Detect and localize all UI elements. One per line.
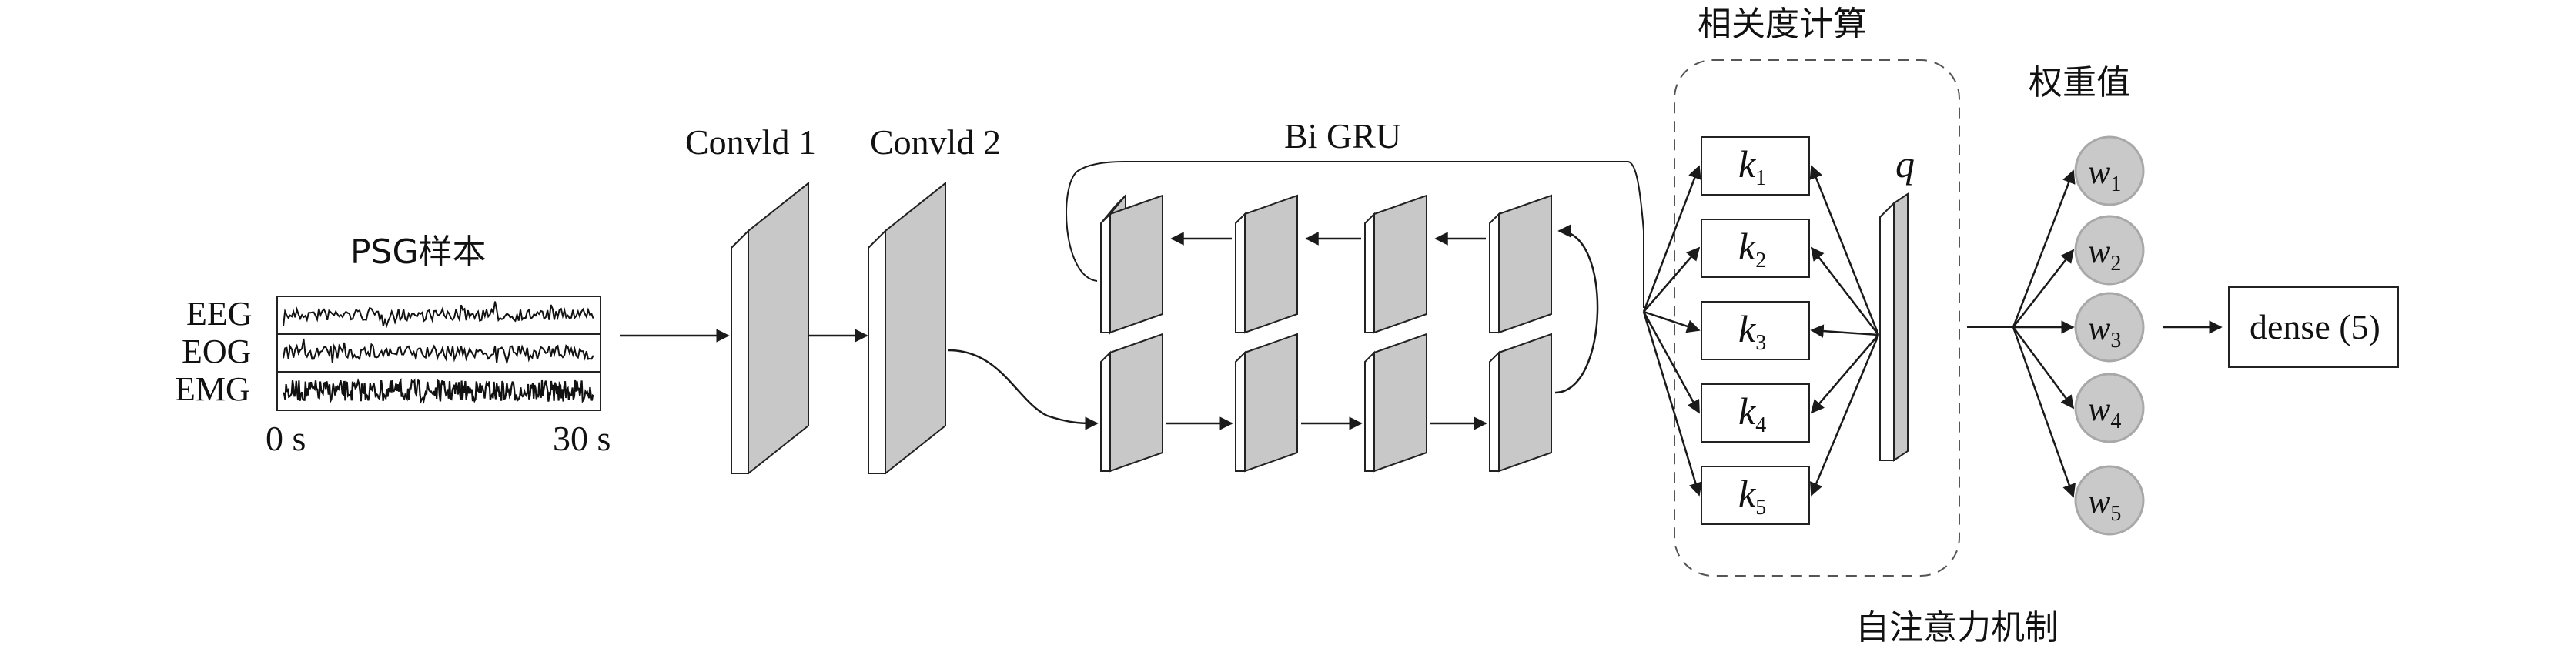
gru-cell-backward-4: [1489, 194, 1552, 334]
time-end-label: 30 s: [553, 419, 611, 458]
weight-sub-4: 4: [2110, 410, 2121, 433]
key-box-1: k1: [1701, 136, 1810, 196]
key-sub-2: 2: [1755, 249, 1766, 273]
correlation-label: 相关度计算: [1698, 5, 1867, 44]
key-box-3: k3: [1701, 301, 1810, 360]
key-name-4: k: [1738, 390, 1756, 433]
weight-node-1: w1: [2074, 135, 2145, 206]
eog-waveform: [283, 338, 594, 366]
psg-title: PSG样本: [350, 232, 487, 272]
weight-sub-1: 1: [2110, 172, 2121, 196]
svg-text:k5: k5: [1738, 472, 1766, 520]
conv1-label: Convld 1: [685, 122, 816, 162]
time-start-label: 0 s: [266, 419, 306, 458]
signal-label-eog: EOG: [182, 333, 251, 370]
weight-sub-5: 5: [2110, 502, 2121, 526]
key-name-5: k: [1738, 472, 1756, 515]
gru-cell-backward-2: [1235, 194, 1298, 334]
bigru-label: Bi GRU: [1284, 116, 1401, 155]
attention-to-weight-arrows: [2012, 169, 2076, 498]
weight-name-2: w: [2088, 232, 2111, 270]
conv1-block: [731, 181, 809, 476]
weight-node-2: w2: [2074, 215, 2145, 286]
key-name-2: k: [1738, 225, 1756, 268]
signal-label-emg: EMG: [175, 370, 250, 408]
gru-cell-forward-4: [1489, 333, 1552, 473]
weight-name-5: w: [2088, 483, 2111, 520]
gru-cell-forward-2: [1235, 333, 1298, 473]
svg-text:k4: k4: [1738, 390, 1766, 437]
weight-sub-2: 2: [2110, 252, 2121, 276]
key-sub-4: 4: [1755, 413, 1766, 437]
svg-text:w4: w4: [2088, 390, 2121, 433]
conv2-label: Convld 2: [870, 122, 1001, 162]
svg-text:k2: k2: [1738, 225, 1766, 273]
dense-box: dense (5): [2228, 286, 2399, 368]
svg-text:w3: w3: [2088, 309, 2121, 353]
gru-cell-forward-1: [1100, 333, 1163, 473]
key-box-5: k5: [1701, 466, 1810, 525]
svg-text:k1: k1: [1738, 142, 1766, 190]
gru-loop-connector: [1554, 224, 1599, 394]
weight-sub-3: 3: [2110, 329, 2121, 353]
weights-label: 权重值: [2029, 63, 2130, 102]
svg-text:w5: w5: [2088, 483, 2121, 526]
key-sub-3: 3: [1755, 331, 1766, 355]
key-sub-1: 1: [1755, 166, 1766, 190]
query-to-key-arrows: [1809, 165, 1880, 497]
gru-cell-forward-3: [1364, 333, 1427, 473]
key-box-2: k2: [1701, 219, 1810, 278]
gru-cell-backward-3: [1364, 194, 1427, 334]
weight-name-1: w: [2088, 153, 2111, 191]
svg-text:k3: k3: [1738, 307, 1766, 355]
dense-label: dense (5): [2250, 307, 2380, 346]
query-block: [1879, 192, 1909, 462]
gru-to-key-arrows: [1642, 165, 1702, 497]
key-box-4: k4: [1701, 383, 1810, 443]
emg-waveform: [283, 377, 594, 405]
weight-name-4: w: [2088, 390, 2111, 428]
signal-label-eeg: EEG: [186, 295, 253, 333]
bigru-cells: [1100, 193, 1552, 473]
svg-text:w1: w1: [2088, 153, 2121, 196]
key-name-1: k: [1738, 142, 1756, 186]
connector-conv2-to-bigru: [948, 349, 1099, 430]
weight-node-3: w3: [2074, 292, 2145, 363]
gru-top-connector: [1066, 161, 1644, 308]
query-label: q: [1895, 142, 1915, 186]
weight-node-5: w5: [2074, 465, 2145, 536]
key-sub-5: 5: [1755, 496, 1766, 520]
svg-text:w2: w2: [2088, 232, 2121, 276]
weight-node-4: w4: [2074, 373, 2145, 443]
attention-box: [1674, 59, 1960, 577]
attention-label: 自注意力机制: [1855, 608, 2059, 647]
key-name-3: k: [1738, 307, 1756, 350]
eeg-waveform: [283, 301, 594, 329]
conv2-block: [868, 181, 946, 476]
signal-panel: [276, 296, 601, 411]
weight-name-3: w: [2088, 309, 2111, 347]
gru-cell-backward-1: [1100, 193, 1163, 335]
